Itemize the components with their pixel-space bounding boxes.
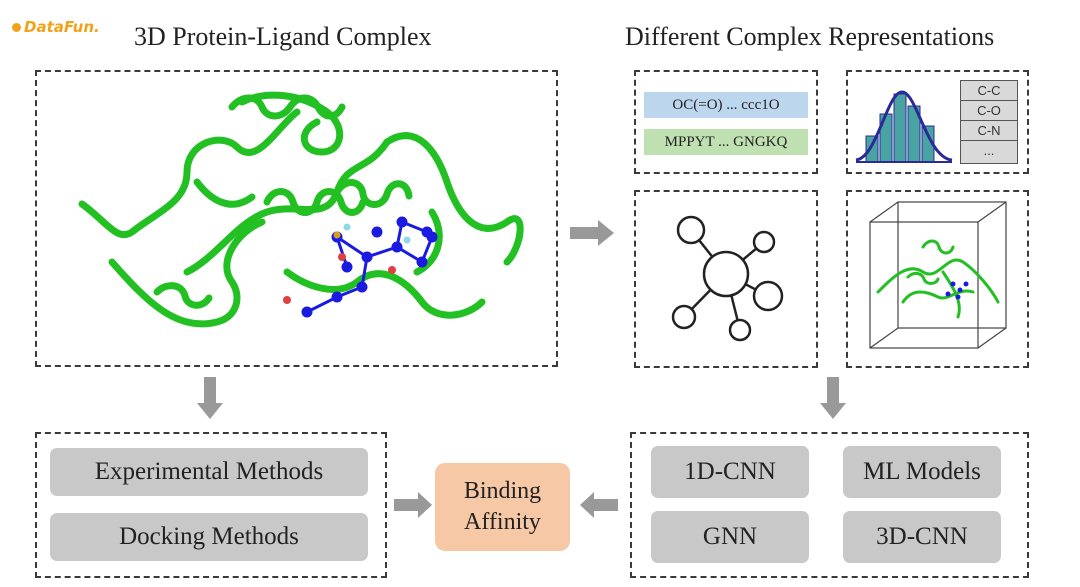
sequence-panel: OC(=O) ... ccc1O MPPYT ... GNGKQ — [634, 70, 818, 174]
logo-text: DataFun. — [24, 18, 100, 36]
experimental-methods: Experimental Methods — [50, 448, 368, 496]
model-gnn: GNN — [651, 511, 809, 563]
bond-cell: C-C — [961, 81, 1017, 101]
bond-cell: C-N — [961, 121, 1017, 141]
left-arrow-icon — [580, 492, 618, 518]
voxel-grid-icon — [869, 201, 1007, 349]
datafun-logo: DataFun. — [12, 18, 100, 36]
feature-panel: C-C C-O C-N ... — [846, 70, 1029, 174]
binding-label: Binding — [463, 477, 542, 504]
model-ml-models: ML Models — [843, 446, 1001, 498]
traditional-methods-panel: Experimental Methods Docking Methods — [35, 432, 387, 578]
docking-methods: Docking Methods — [50, 513, 368, 561]
right-arrow-icon — [394, 492, 432, 518]
graph-panel — [634, 190, 818, 368]
model-1d-cnn: 1D-CNN — [651, 446, 809, 498]
model-3d-cnn: 3D-CNN — [843, 511, 1001, 563]
title-representations: Different Complex Representations — [625, 22, 995, 51]
protein-sequence: MPPYT ... GNGKQ — [644, 129, 808, 155]
title-protein-ligand: 3D Protein-Ligand Complex — [134, 22, 432, 51]
bond-feature-table: C-C C-O C-N ... — [960, 80, 1018, 164]
down-arrow-icon — [197, 377, 223, 419]
protein-complex-panel — [35, 70, 558, 367]
ml-models-panel: 1D-CNN ML Models GNN 3D-CNN — [630, 432, 1029, 578]
bond-cell: ... — [983, 143, 995, 158]
voxel-panel — [846, 190, 1029, 368]
histogram-icon — [855, 90, 953, 163]
smiles-sequence: OC(=O) ... ccc1O — [644, 92, 808, 118]
protein-structure-icon — [78, 91, 524, 328]
logo-dot-icon — [12, 23, 21, 32]
molecular-graph-icon — [671, 215, 784, 342]
right-arrow-icon — [570, 220, 614, 246]
bond-cell: C-O — [961, 101, 1017, 121]
down-arrow-icon — [820, 377, 846, 419]
binding-affinity-box: Binding Affinity — [435, 463, 570, 551]
affinity-label: Affinity — [464, 509, 541, 535]
